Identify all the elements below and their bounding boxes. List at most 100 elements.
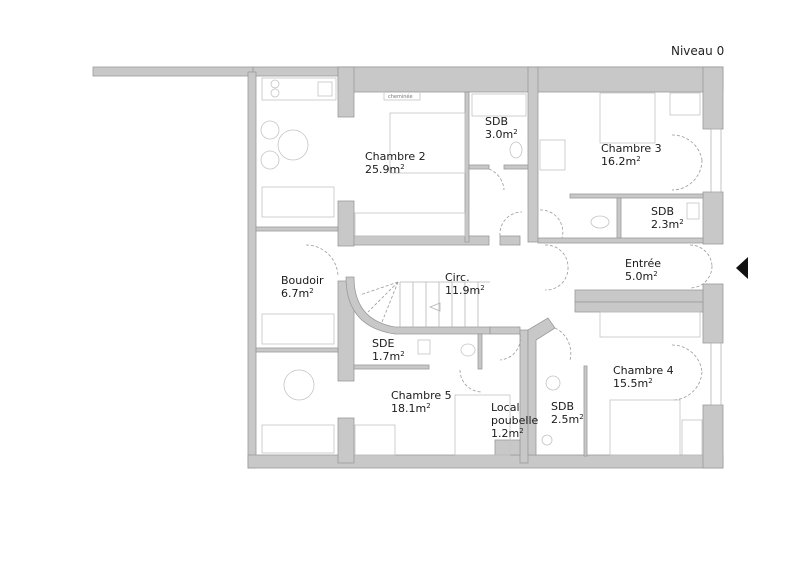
desk-chambre4 bbox=[599, 311, 701, 338]
room-name-chambre4: Chambre 4 bbox=[613, 364, 674, 377]
furniture: cheminée bbox=[260, 77, 703, 456]
wall-local-corner bbox=[494, 439, 521, 456]
wall-right-4 bbox=[702, 404, 724, 469]
entry-arrow-icon bbox=[736, 257, 748, 279]
level-title: Niveau 0 bbox=[671, 44, 725, 58]
wall-right-1 bbox=[702, 66, 724, 130]
room-name-local: Local bbox=[491, 401, 520, 414]
wardrobe-chambre2 bbox=[354, 212, 466, 237]
wall-sdb2-divider bbox=[616, 197, 622, 239]
room-name-entree: Entrée bbox=[625, 257, 661, 270]
room-name-sde: SDE bbox=[372, 337, 394, 350]
wardrobe-chambre3 bbox=[669, 92, 701, 116]
bed-chambre3 bbox=[599, 92, 656, 144]
room-area-chambre5: 18.1m2 bbox=[391, 402, 431, 415]
wall-top-extension bbox=[92, 66, 254, 77]
room-name-boudoir: Boudoir bbox=[281, 274, 324, 287]
daybed bbox=[261, 313, 335, 345]
wall-boudoir-top bbox=[255, 226, 339, 232]
wall-chambre3-bottom bbox=[569, 193, 704, 199]
stair-arrow-icon bbox=[428, 302, 441, 312]
wall-bottom bbox=[247, 454, 724, 469]
wall-sdb1-bottom bbox=[468, 164, 490, 170]
door-main-b bbox=[689, 265, 713, 289]
wall-circ-bottom bbox=[489, 326, 521, 335]
room-name-sdb3: SDB bbox=[551, 400, 574, 413]
wall-left bbox=[247, 71, 257, 469]
room-area-entree: 5.0m2 bbox=[625, 270, 658, 283]
room-area-chambre4: 15.5m2 bbox=[613, 377, 653, 390]
doors bbox=[305, 134, 713, 401]
door-main-a bbox=[689, 244, 713, 267]
walls bbox=[92, 66, 724, 469]
door-entree-a bbox=[544, 244, 569, 268]
toilet-sde bbox=[460, 343, 476, 357]
room-area-local: 1.2m2 bbox=[491, 427, 524, 440]
door-window4-b bbox=[671, 371, 703, 401]
wall-right-3 bbox=[702, 283, 724, 344]
wall-chambre2-sdb bbox=[464, 91, 470, 243]
fireplace-label: cheminée bbox=[388, 93, 413, 100]
door-window3-b bbox=[671, 159, 703, 191]
sofa bbox=[261, 186, 335, 218]
bathtub-sdb1 bbox=[471, 93, 527, 117]
wall-boudoir-bottom bbox=[255, 347, 339, 353]
armchair-1 bbox=[260, 120, 280, 140]
window-chambre3 bbox=[710, 128, 722, 193]
storage-unit bbox=[261, 424, 335, 454]
wall-sdb1-bottom-b bbox=[503, 164, 530, 170]
dining-table bbox=[283, 369, 315, 401]
door-local bbox=[499, 333, 521, 361]
room-area-sdb1: 3.0m2 bbox=[485, 128, 518, 141]
door-sdb1 bbox=[488, 168, 505, 191]
door-chambre3 bbox=[539, 209, 564, 239]
wall-sde-bottom bbox=[353, 364, 430, 370]
toilet-sdb1 bbox=[509, 141, 523, 159]
bed-chambre4 bbox=[609, 399, 681, 456]
room-name-sdb2: SDB bbox=[651, 205, 674, 218]
wall-entree-bottom bbox=[574, 289, 704, 303]
shower-drain-sdb3 bbox=[541, 434, 553, 446]
wall-col-1d bbox=[337, 417, 355, 464]
fireplace bbox=[383, 90, 421, 101]
toilet-sdb3 bbox=[545, 375, 561, 391]
wall-sdb3-right bbox=[583, 365, 588, 457]
room-area-sde: 1.7m2 bbox=[372, 350, 405, 363]
room-area-boudoir: 6.7m2 bbox=[281, 287, 314, 300]
room-area-sdb2: 2.3m2 bbox=[651, 218, 684, 231]
wall-local-right bbox=[519, 329, 529, 464]
room-name-chambre3: Chambre 3 bbox=[601, 142, 662, 155]
room-name-circ: Circ. bbox=[445, 271, 470, 284]
wardrobe-chambre4 bbox=[681, 419, 703, 456]
wall-chambre4-left bbox=[527, 317, 556, 456]
stairs bbox=[359, 281, 490, 327]
room-area-circ: 11.9m2 bbox=[445, 284, 485, 297]
desk-chambre3 bbox=[539, 139, 566, 171]
door-window3-a bbox=[671, 134, 703, 161]
sink-sdb2 bbox=[686, 202, 700, 220]
wall-entree-top bbox=[537, 237, 704, 244]
toilet-sdb2 bbox=[590, 215, 610, 229]
round-table bbox=[277, 129, 309, 161]
wall-chambre4-top bbox=[574, 301, 704, 313]
wall-col-1b bbox=[337, 200, 355, 247]
kitchen-counter bbox=[261, 77, 337, 101]
bed-chambre2 bbox=[389, 112, 466, 174]
door-chambre5 bbox=[459, 369, 483, 393]
wall-sde-right bbox=[477, 333, 483, 370]
room-area-chambre3: 16.2m2 bbox=[601, 155, 641, 168]
door-chambre2 bbox=[499, 211, 523, 237]
wall-sdb-chambre3 bbox=[527, 66, 539, 243]
room-labels: Chambre 2 25.9m2 SDB 3.0m2 Chambre 3 16.… bbox=[281, 115, 684, 440]
room-name-chambre5: Chambre 5 bbox=[391, 389, 452, 402]
door-entree-b bbox=[544, 266, 569, 291]
room-name2-local: poubelle bbox=[491, 414, 539, 427]
wall-right-2 bbox=[702, 191, 724, 245]
sink-sde bbox=[417, 339, 431, 355]
door-chambre4 bbox=[554, 327, 572, 361]
room-name-sdb1: SDB bbox=[485, 115, 508, 128]
bed-chambre5 bbox=[454, 394, 511, 456]
wardrobe-chambre5 bbox=[354, 424, 396, 456]
room-name-chambre2: Chambre 2 bbox=[365, 150, 426, 163]
